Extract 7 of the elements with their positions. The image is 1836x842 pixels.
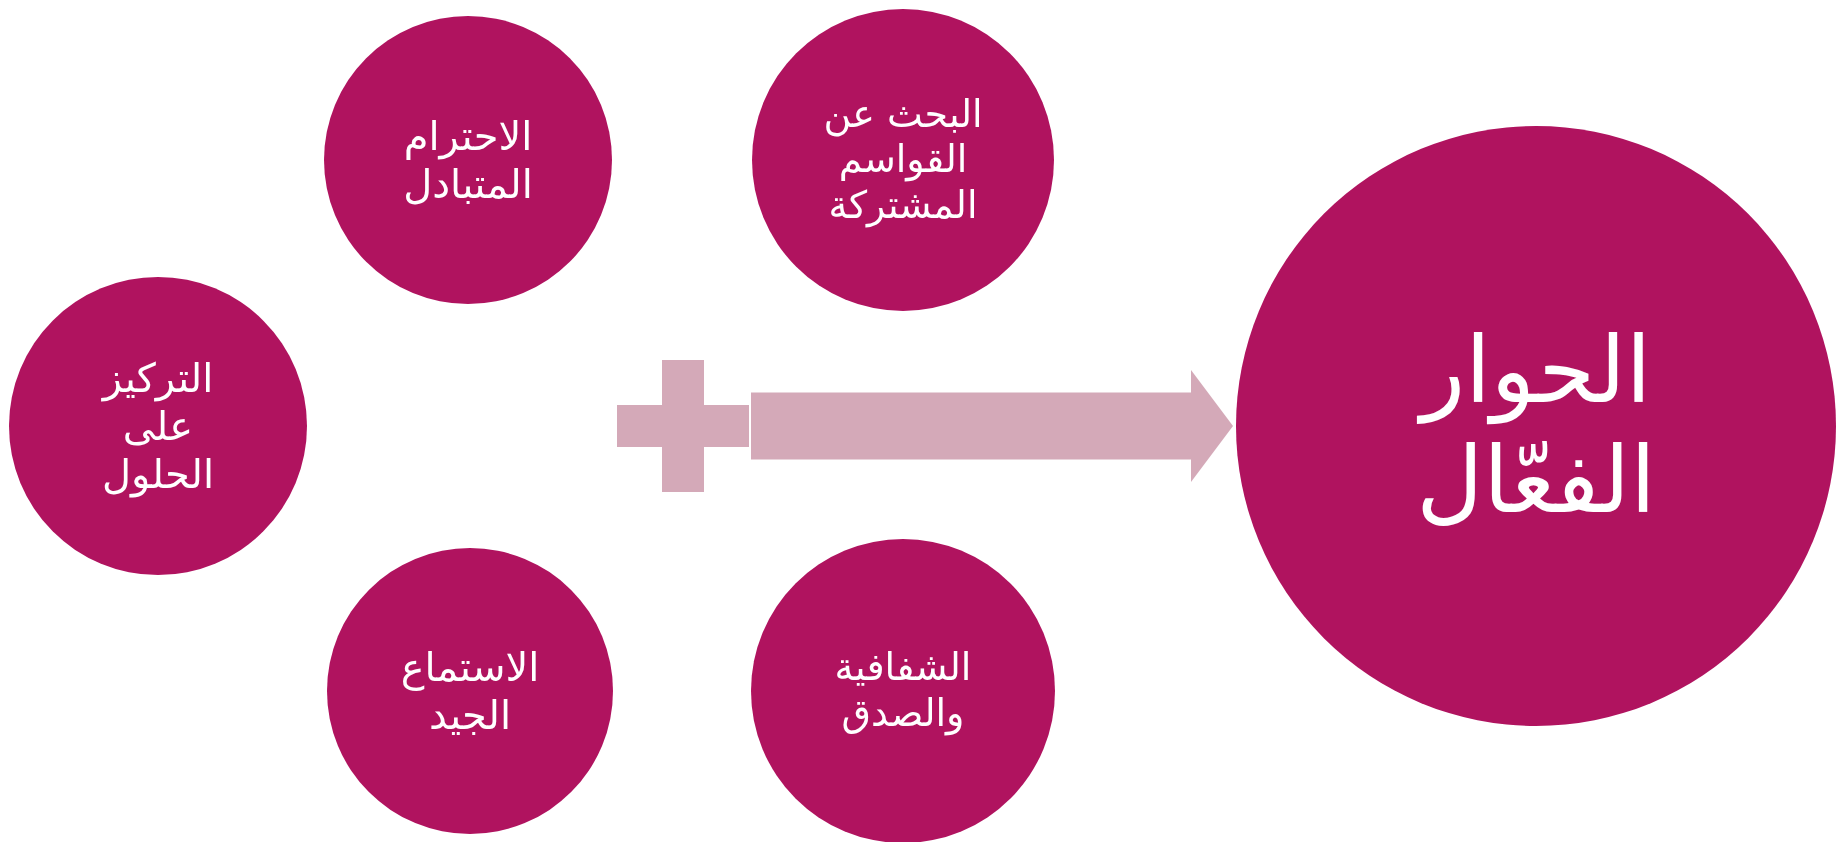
node-label: الاستماع الجيد <box>399 643 541 739</box>
node-label: الحوار الفعّال <box>1415 315 1657 536</box>
node-label: البحث عن القواسم المشتركة <box>822 91 984 229</box>
node-label: الاحترام المتبادل <box>402 112 534 208</box>
block-arrow <box>751 370 1233 482</box>
node-label: التركيز على الحلول <box>100 354 216 498</box>
node-label: الشفافية والصدق <box>833 645 973 737</box>
